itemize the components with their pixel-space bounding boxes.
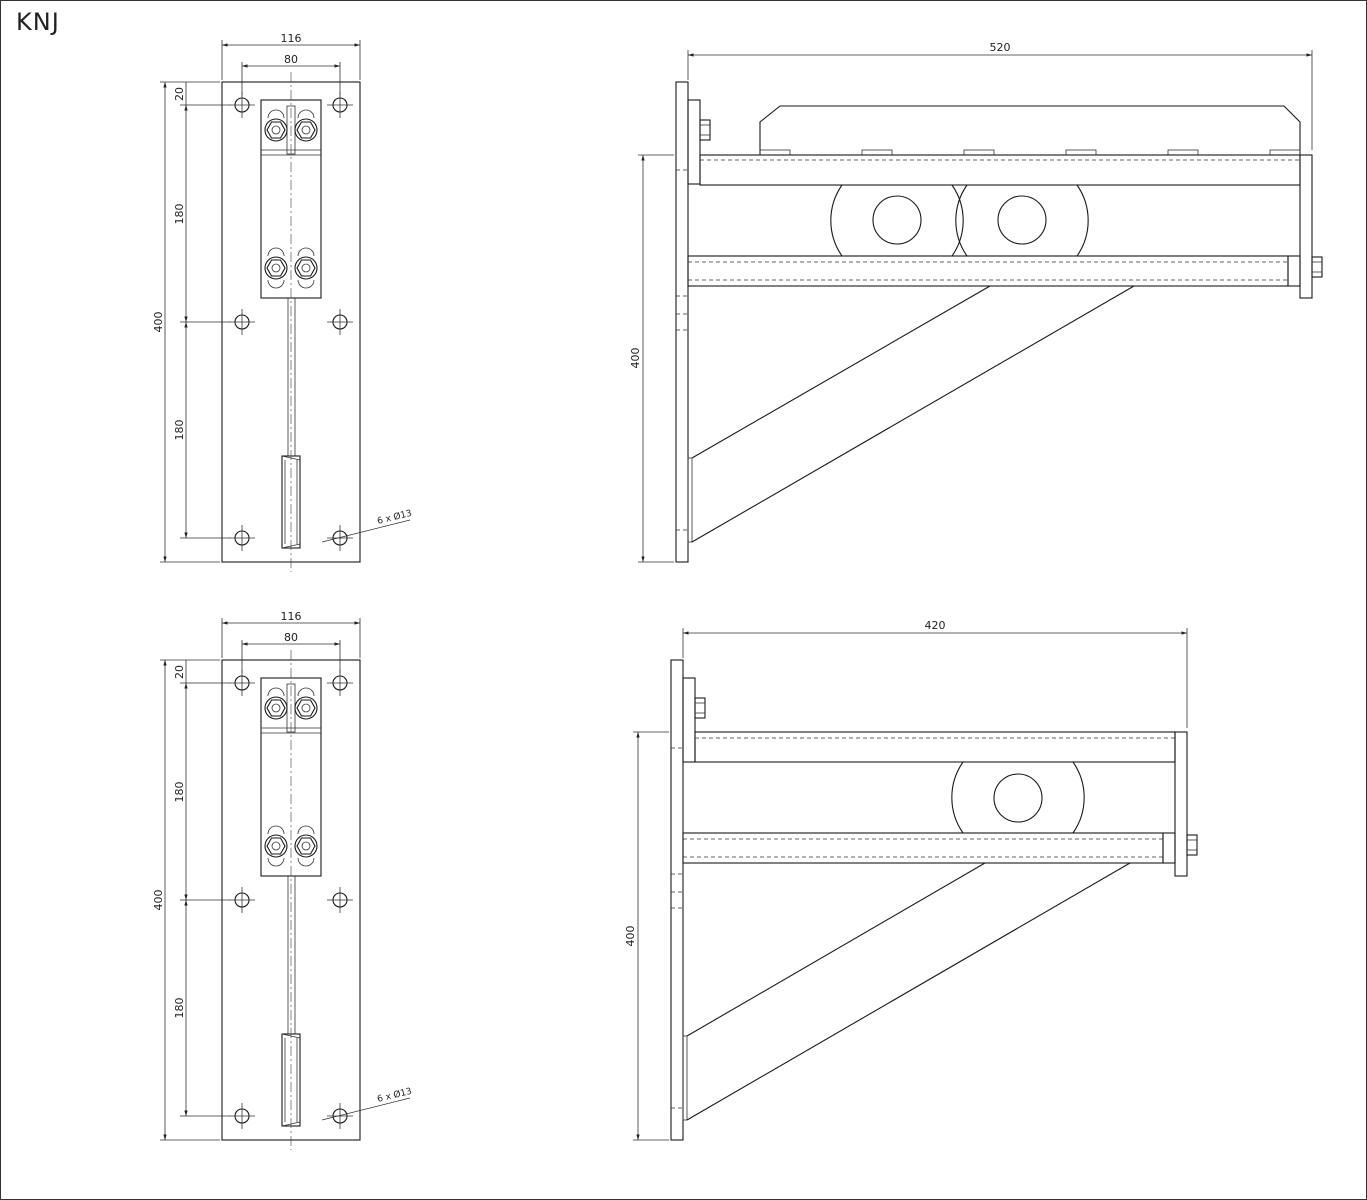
dim-height-400: 400: [152, 890, 165, 911]
dim-spacing-lower: 180: [173, 998, 186, 1019]
dim-offset-20: 20: [173, 87, 186, 101]
dim-spacing-upper: 180: [173, 782, 186, 803]
dim-height-400: 400: [624, 926, 637, 947]
side-view-bottom: 420 400: [624, 619, 1198, 1141]
dim-width-116: 116: [281, 32, 302, 45]
dim-inner-80: 80: [284, 631, 298, 644]
dim-spacing-lower: 180: [173, 420, 186, 441]
dim-inner-80: 80: [284, 53, 298, 66]
dim-length-420: 420: [925, 619, 946, 632]
dim-length-520: 520: [990, 41, 1011, 54]
side-view-top: 520 400: [629, 41, 1323, 563]
dim-offset-20: 20: [173, 665, 186, 679]
front-view-top: 116 80 400 20 180 180 6 x Ø13: [152, 32, 413, 572]
dim-height-400: 400: [629, 348, 642, 369]
dim-spacing-upper: 180: [173, 204, 186, 225]
dim-height-400: 400: [152, 312, 165, 333]
front-view-bottom: 116 80 400 20 180 180 6 x Ø13: [152, 610, 413, 1150]
dim-width-116: 116: [281, 610, 302, 623]
drawing-title: KNJ: [16, 8, 60, 36]
